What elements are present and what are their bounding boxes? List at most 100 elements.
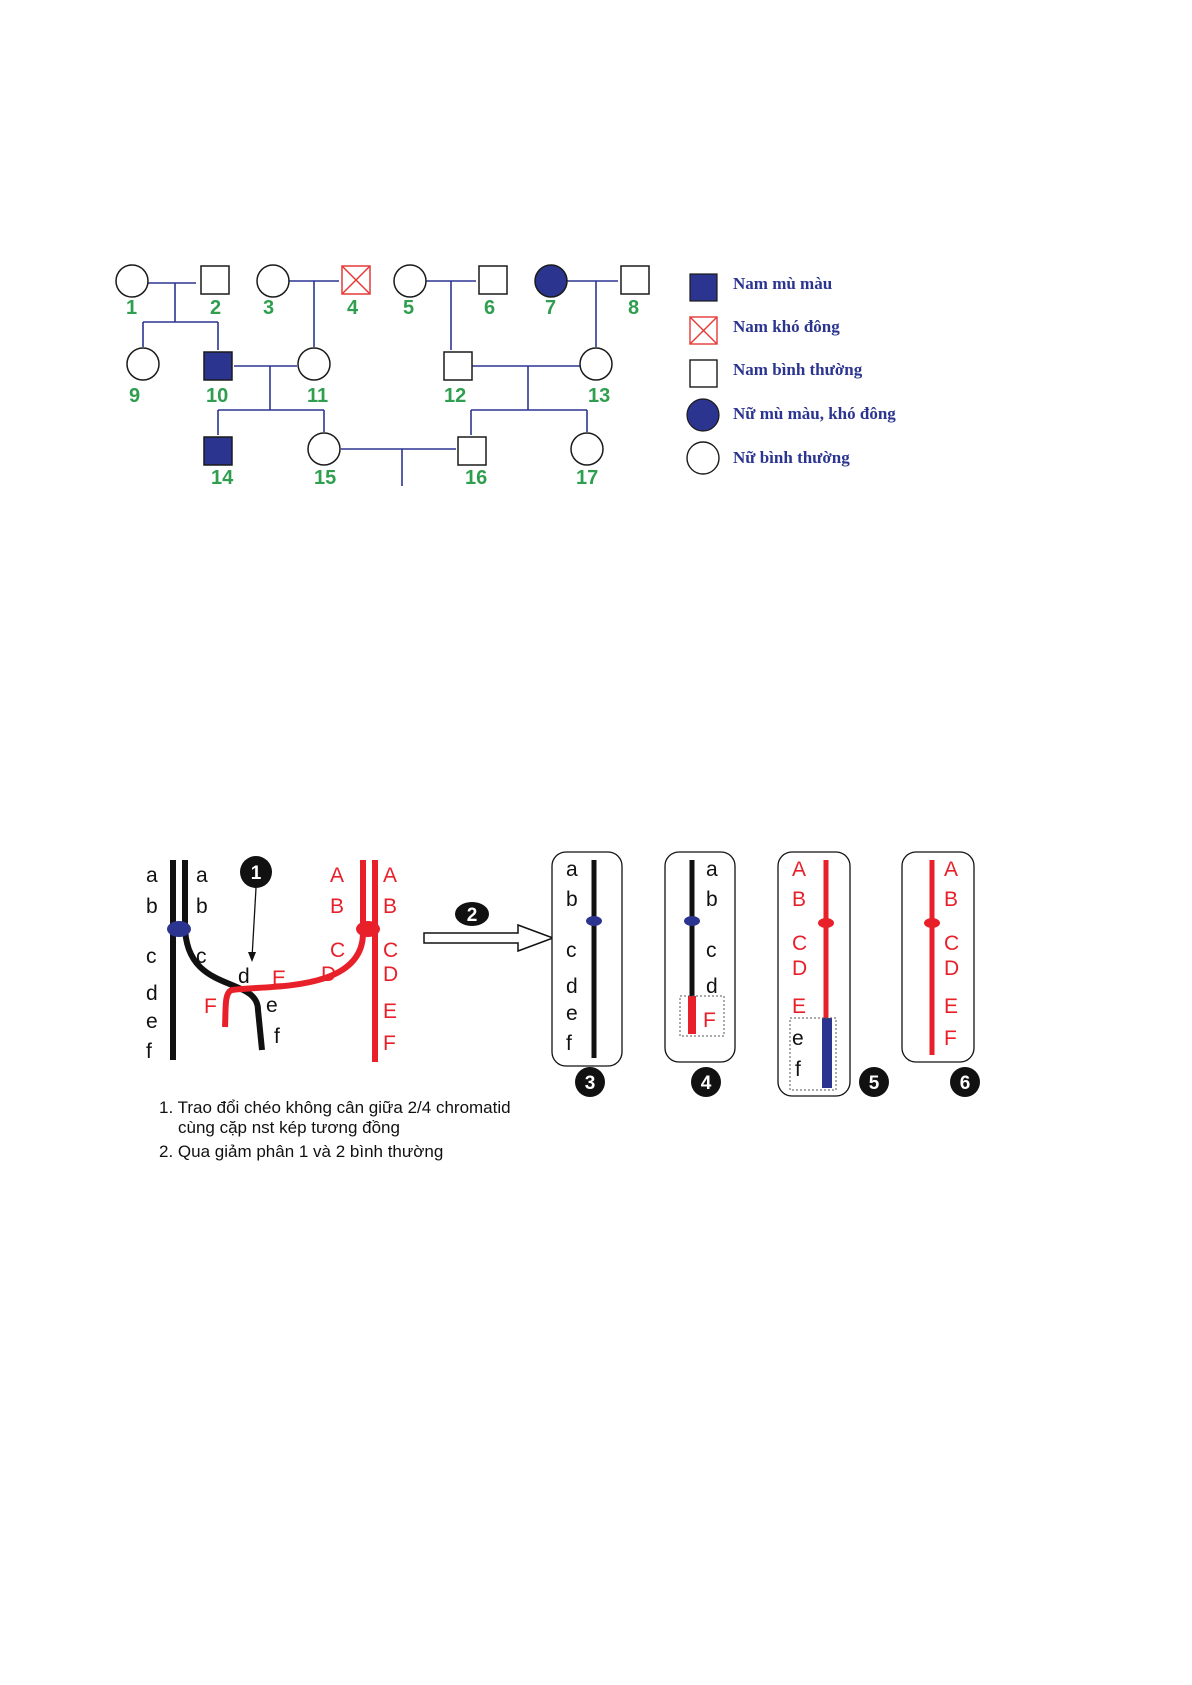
- badge-number-1: 1: [251, 863, 262, 884]
- individual-15-female: [307, 432, 341, 466]
- note-line-2: cùng cặp nst kép tương đồng: [178, 1118, 400, 1137]
- number-11: 11: [307, 385, 328, 407]
- gene-label-e: e: [566, 1002, 578, 1025]
- number-10: 10: [206, 385, 228, 407]
- gene-label-C: C: [792, 932, 807, 955]
- pedigree-individuals: [115, 264, 650, 466]
- gene-label-c: c: [196, 945, 207, 968]
- filled-square-icon: [689, 273, 718, 302]
- legend-label-normal-male: Nam bình thường: [733, 360, 863, 379]
- number-3: 3: [263, 297, 274, 319]
- badge-number-3: 3: [585, 1073, 596, 1094]
- individual-8-male: [620, 265, 650, 295]
- step-badge-6: 6: [950, 1067, 980, 1097]
- individual-1-female: [115, 264, 149, 298]
- number-5: 5: [403, 297, 414, 319]
- gene-label-e: e: [266, 994, 278, 1017]
- individual-5-female: [393, 264, 427, 298]
- gene-label-D: D: [383, 963, 398, 986]
- number-7: 7: [545, 297, 556, 319]
- legend-label-affected-female: Nữ mù màu, khó đông: [733, 404, 896, 423]
- individual-7-affected-female: [534, 264, 568, 298]
- number-16: 16: [465, 467, 487, 489]
- number-15: 15: [314, 467, 336, 489]
- number-14: 14: [211, 467, 234, 489]
- meiosis-arrow: [423, 923, 556, 953]
- gamete-3: a b c d e f: [551, 851, 623, 1067]
- individual-13-female: [579, 347, 613, 381]
- pedigree-chart: [142, 280, 618, 486]
- number-12: 12: [444, 385, 466, 407]
- gene-label-b: b: [706, 888, 718, 911]
- note-line-1: 1. Trao đổi chéo không cân giữa 2/4 chro…: [159, 1098, 511, 1117]
- gene-label-C: C: [330, 939, 345, 962]
- gene-label-f: f: [146, 1040, 152, 1063]
- red-chromatid-crossed: [222, 860, 366, 1028]
- gene-label-E: E: [272, 967, 286, 990]
- step-badge-1: 1: [240, 856, 272, 888]
- individual-12-male: [443, 351, 473, 381]
- gene-label-D: D: [944, 957, 959, 980]
- step-badge-2: 2: [455, 902, 489, 926]
- step-badge-3: 3: [575, 1067, 605, 1097]
- pedigree-legend: Nam mù màu Nam khó đông Nam bình thường …: [686, 273, 896, 475]
- black-chromatid-crossed: [182, 860, 265, 1051]
- individual-4-hemophilia-male: [341, 265, 371, 295]
- gene-label-f: f: [566, 1032, 572, 1055]
- gene-label-A: A: [383, 864, 397, 887]
- badge-number-5: 5: [869, 1073, 880, 1094]
- gene-label-b: b: [196, 895, 208, 918]
- crossover-arrow: [248, 887, 257, 962]
- individual-16-male: [457, 436, 487, 466]
- gene-label-d: d: [566, 975, 578, 998]
- badge-number-6: 6: [960, 1073, 971, 1094]
- gene-label-b: b: [566, 888, 578, 911]
- gene-label-A: A: [330, 864, 344, 887]
- individual-10-colorblind-male: [203, 351, 233, 381]
- gamete-6: A B C D E F: [901, 851, 975, 1063]
- gene-label-F: F: [383, 1032, 396, 1055]
- gene-label-d: d: [146, 982, 158, 1005]
- gene-label-E: E: [792, 995, 806, 1018]
- number-1: 1: [126, 297, 137, 319]
- gene-label-c: c: [146, 945, 157, 968]
- gene-label-a: a: [706, 858, 718, 881]
- crossover-diagram: a b c d e f a b c d e f A B C D E F A B …: [146, 851, 980, 1161]
- badge-number-4: 4: [701, 1073, 712, 1094]
- gene-label-d: d: [706, 975, 718, 998]
- individual-9-female: [126, 347, 160, 381]
- individual-14-colorblind-male: [203, 436, 233, 466]
- gene-label-B: B: [792, 888, 806, 911]
- number-9: 9: [129, 385, 140, 407]
- gene-label-a: a: [196, 864, 208, 887]
- gene-label-F: F: [703, 1009, 716, 1032]
- step-badge-4: 4: [691, 1067, 721, 1097]
- gamete-5: A B C D E e f: [777, 851, 851, 1097]
- gene-label-F: F: [204, 995, 217, 1018]
- gene-label-E: E: [944, 995, 958, 1018]
- red-centromere: [356, 921, 380, 937]
- gene-label-d: d: [238, 965, 250, 988]
- number-17: 17: [576, 467, 598, 489]
- number-8: 8: [628, 297, 639, 319]
- gene-label-A: A: [792, 858, 806, 881]
- gene-label-A: A: [944, 858, 958, 881]
- number-13: 13: [588, 385, 610, 407]
- gene-label-F: F: [944, 1027, 957, 1050]
- gene-label-c: c: [706, 939, 717, 962]
- gene-label-B: B: [944, 888, 958, 911]
- legend-label-normal-female: Nữ bình thường: [733, 448, 850, 467]
- number-6: 6: [484, 297, 495, 319]
- gene-label-f: f: [795, 1058, 801, 1081]
- gene-label-C: C: [383, 939, 398, 962]
- gene-label-b: b: [146, 895, 158, 918]
- empty-square-icon: [689, 359, 718, 388]
- legend-label-hemophilia-male: Nam khó đông: [733, 317, 840, 336]
- gene-label-c: c: [566, 939, 577, 962]
- number-4: 4: [347, 297, 359, 319]
- gene-label-D: D: [321, 963, 336, 986]
- gene-label-a: a: [566, 858, 578, 881]
- individual-3-female: [256, 264, 290, 298]
- gene-label-a: a: [146, 864, 158, 887]
